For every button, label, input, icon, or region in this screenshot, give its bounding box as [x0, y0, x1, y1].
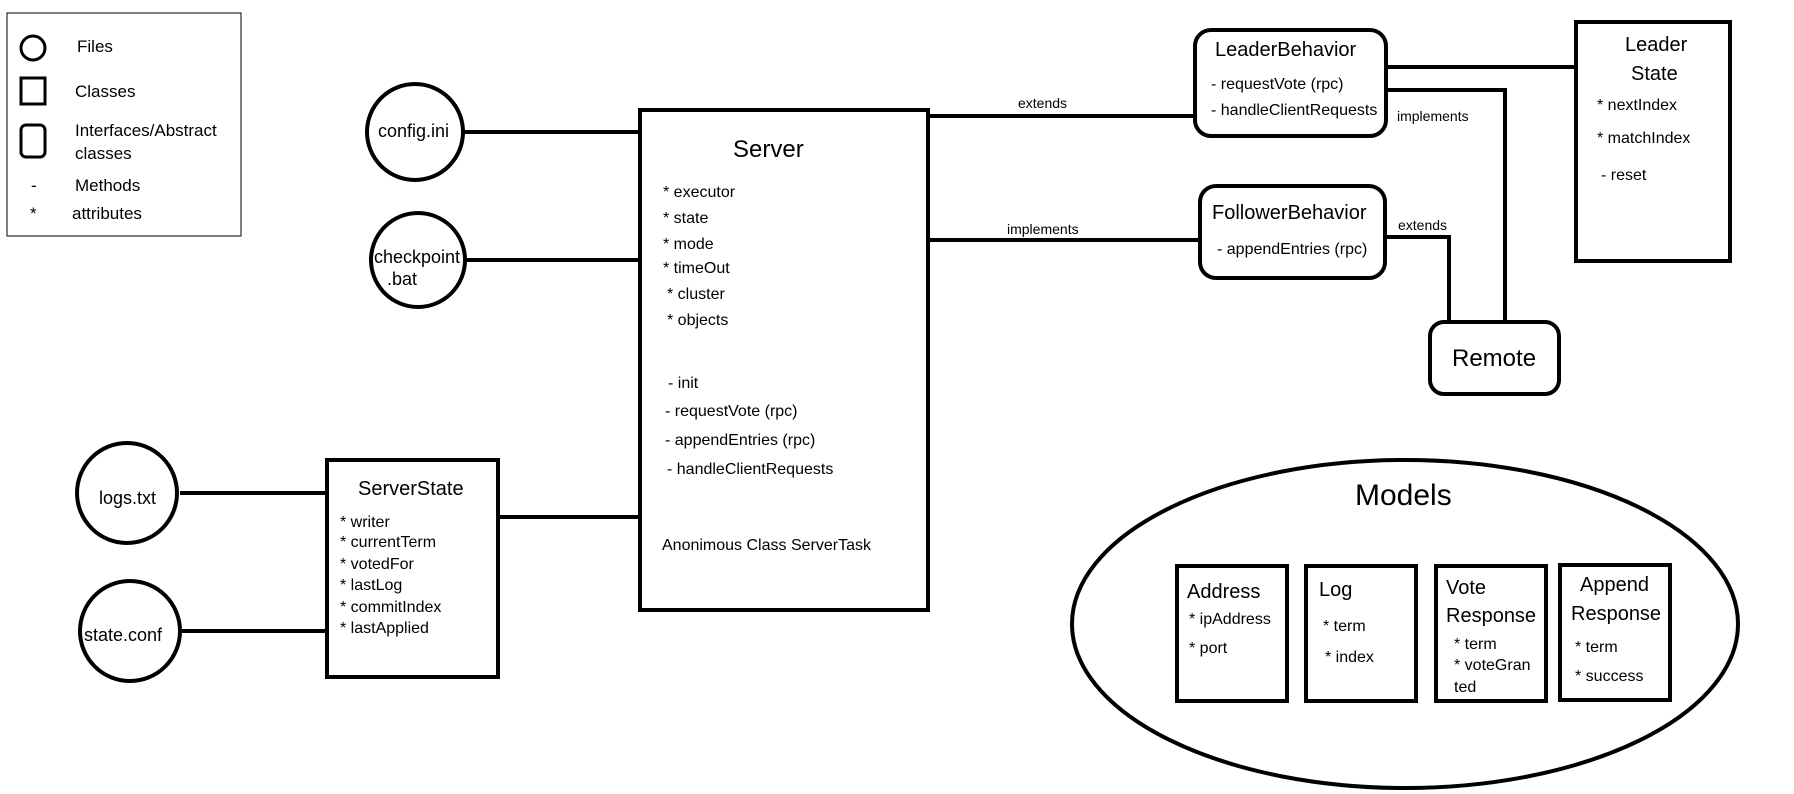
config-file-circle	[365, 82, 465, 182]
leaderbehavior-interface-box	[1193, 28, 1388, 138]
remote-interface-box	[1428, 320, 1561, 396]
serverstate-attribute: * lastApplied	[340, 620, 429, 637]
checkpoint-file-label-line1: checkpoint	[374, 247, 461, 267]
server-attribute: * objects	[667, 312, 729, 329]
edge-label-leader-remote: implements	[1397, 108, 1469, 124]
followerbehavior-interface-title: FollowerBehavior	[1212, 202, 1367, 224]
appendresponse-model-attribute: * success	[1575, 668, 1644, 685]
legend-methods-label: Methods	[75, 176, 141, 195]
leaderstate-attribute: * matchIndex	[1597, 130, 1691, 147]
server-attribute: * state	[663, 210, 709, 227]
legend-files-label: Files	[77, 37, 113, 56]
serverstate-attribute: * votedFor	[340, 556, 414, 573]
server-method: - init	[668, 375, 699, 392]
server-attribute: * cluster	[667, 286, 725, 303]
address-model-title: Address	[1187, 581, 1261, 603]
appendresponse-model-box	[1558, 563, 1672, 702]
voteresponse-model-attribute-continuation: ted	[1454, 679, 1477, 696]
server-attribute: * mode	[663, 236, 714, 253]
legend-classes-label: Classes	[75, 82, 136, 101]
stateconf-file-circle	[78, 579, 182, 683]
serverstate-attribute: * lastLog	[340, 577, 403, 594]
log-model-box	[1304, 564, 1418, 703]
server-method: - requestVote (rpc)	[665, 403, 798, 420]
checkpoint-file-label-line2: .bat	[387, 269, 418, 289]
logs-file-label: logs.txt	[99, 488, 157, 508]
server-method: - appendEntries (rpc)	[665, 432, 816, 449]
legend-class-square-icon	[19, 76, 47, 106]
serverstate-attribute: * commitIndex	[340, 599, 442, 616]
config-file-label: config.ini	[378, 121, 450, 141]
legend-interfaces-label-line2: classes	[75, 144, 132, 163]
edge-label-server-leader: extends	[1018, 95, 1068, 111]
voteresponse-model-box	[1434, 564, 1548, 703]
serverstate-attribute: * currentTerm	[340, 534, 437, 551]
followerbehavior-interface-box	[1198, 184, 1387, 280]
leaderbehavior-remote-connector	[1386, 88, 1507, 322]
server-method: - handleClientRequests	[667, 461, 834, 478]
leaderstate-attribute: * nextIndex	[1597, 97, 1678, 114]
address-model-attribute: * port	[1189, 640, 1228, 657]
voteresponse-model-attribute: * term	[1454, 636, 1497, 653]
serverstate-class-title: ServerState	[358, 478, 464, 500]
log-model-attribute: * index	[1325, 649, 1374, 666]
appendresponse-model-attribute: * term	[1575, 639, 1618, 656]
log-model-attribute: * term	[1323, 618, 1366, 635]
edge-label-server-follower: implements	[1007, 221, 1079, 237]
server-anonymous-class-note: Anonimous Class ServerTask	[662, 537, 871, 554]
checkpoint-file-circle	[369, 211, 467, 309]
server-class-title: Server	[733, 136, 804, 163]
appendresponse-model-title-line2: Response	[1571, 603, 1662, 625]
appendresponse-model-title-line1: Append	[1580, 574, 1649, 596]
leaderstate-method: - reset	[1601, 167, 1647, 184]
leaderbehavior-method: - handleClientRequests	[1211, 102, 1378, 119]
voteresponse-model-title-line2: Response	[1446, 605, 1537, 627]
models-ellipse	[1070, 458, 1740, 790]
serverstate-attribute: * writer	[340, 514, 390, 531]
edge-label-follower-remote: extends	[1398, 217, 1448, 233]
server-attribute: * timeOut	[663, 260, 730, 277]
models-title: Models	[1355, 479, 1452, 512]
serverstate-class-box	[325, 458, 500, 679]
legend-file-circle-icon	[19, 34, 47, 62]
legend-interfaces-label-line1: Interfaces/Abstract	[75, 121, 217, 140]
leaderstate-class-box	[1574, 20, 1732, 263]
legend-attributes-symbol: *	[30, 204, 37, 223]
followerbehavior-remote-connector	[1385, 235, 1451, 322]
address-model-box	[1175, 564, 1289, 703]
voteresponse-model-attribute: * voteGran	[1454, 657, 1531, 674]
legend-methods-symbol: -	[31, 176, 37, 195]
legend-interface-rounded-icon	[19, 123, 47, 159]
logs-file-circle	[75, 441, 179, 545]
legend-attributes-label: attributes	[72, 204, 142, 223]
leaderbehavior-interface-title: LeaderBehavior	[1215, 39, 1357, 61]
leaderstate-class-title-line2: State	[1631, 63, 1678, 85]
followerbehavior-method: - appendEntries (rpc)	[1217, 241, 1368, 258]
voteresponse-model-title-line1: Vote	[1446, 577, 1487, 599]
remote-interface-title: Remote	[1452, 345, 1537, 372]
server-class-box	[638, 108, 930, 612]
address-model-attribute: * ipAddress	[1189, 611, 1271, 628]
stateconf-file-label: state.conf	[84, 625, 163, 645]
log-model-title: Log	[1319, 579, 1353, 601]
legend-box	[6, 12, 242, 237]
leaderstate-class-title-line1: Leader	[1625, 34, 1688, 56]
leaderbehavior-method: - requestVote (rpc)	[1211, 76, 1344, 93]
server-attribute: * executor	[663, 184, 736, 201]
